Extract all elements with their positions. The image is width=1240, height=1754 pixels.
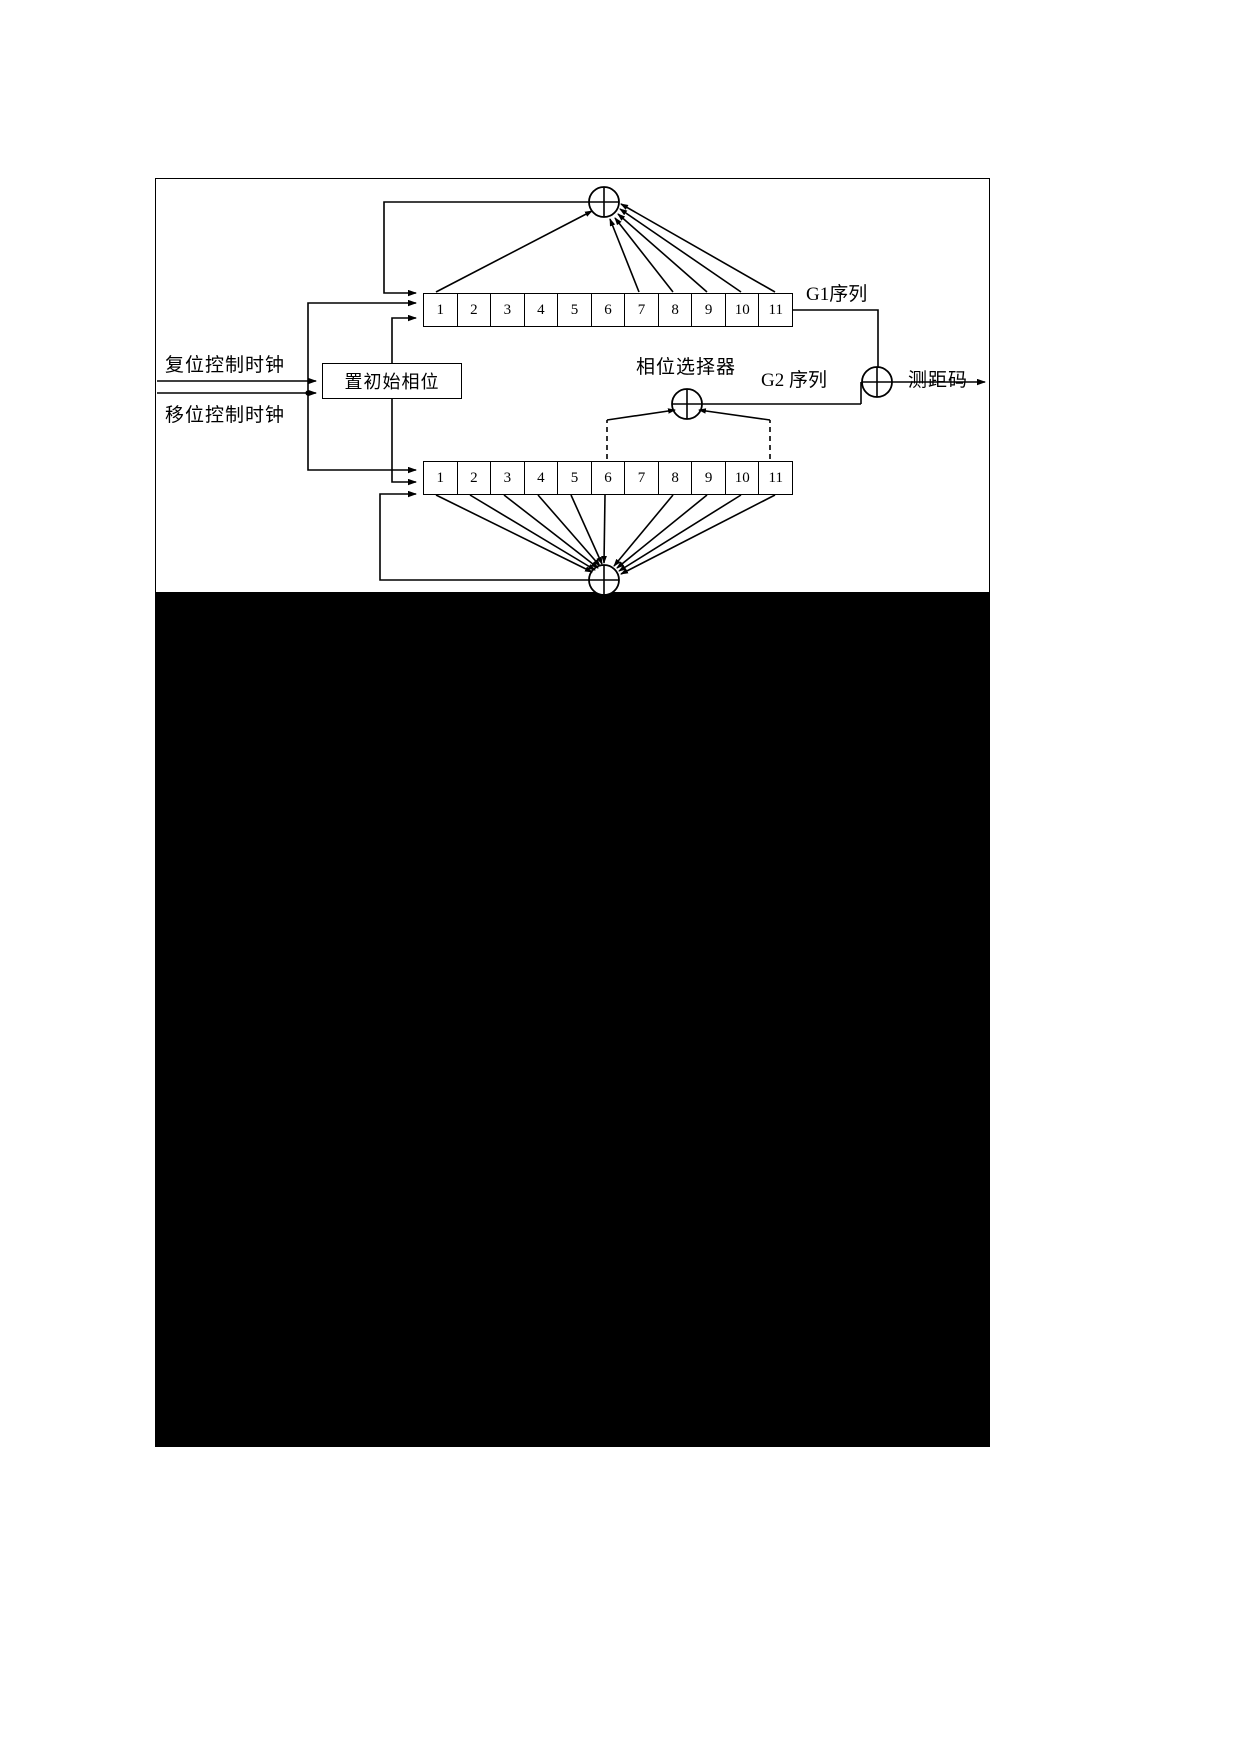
g1-cell[interactable]: 1 [424,294,458,326]
g2-cell[interactable]: 5 [558,462,592,494]
reset-clock-label: 复位控制时钟 [165,354,286,376]
g2-cell[interactable]: 2 [458,462,492,494]
g2-cell[interactable]: 6 [592,462,626,494]
g2-cell[interactable]: 3 [491,462,525,494]
shift-clock-label: 移位控制时钟 [165,404,286,426]
g2-cell[interactable]: 11 [768,469,783,486]
g1-cell[interactable]: 6 [592,294,626,326]
black-content-block [155,592,990,1447]
init-phase-label: 置初始相位 [344,372,440,393]
g2-cell[interactable]: 10 [726,462,760,494]
init-phase-block[interactable]: 置初始相位 [322,363,462,399]
g2-cell[interactable]: 4 [525,462,559,494]
g2-cell[interactable]: 8 [659,462,693,494]
g2-cell[interactable]: 7 [625,462,659,494]
g1-cell[interactable]: 10 [726,294,760,326]
g1-shift-register[interactable]: 1 2 3 4 5 6 7 8 9 10 11 [423,293,793,327]
phase-selector-label: 相位选择器 [636,356,737,378]
g1-cell[interactable]: 2 [458,294,492,326]
g1-cell[interactable]: 8 [659,294,693,326]
g1-cell[interactable]: 11 [768,301,783,318]
ranging-code-label: 测距码 [908,369,969,391]
g1-cell[interactable]: 7 [625,294,659,326]
g1-cell[interactable]: 3 [491,294,525,326]
g2-shift-register[interactable]: 1 2 3 4 5 6 7 8 9 10 11 [423,461,793,495]
g2-sequence-label: G2 序列 [761,370,827,391]
g1-sequence-label: G1序列 [806,284,868,305]
figure-frame [155,178,990,593]
g2-cell[interactable]: 1 [424,462,458,494]
g1-cell[interactable]: 9 [692,294,726,326]
g1-cell[interactable]: 5 [558,294,592,326]
g1-cell[interactable]: 4 [525,294,559,326]
g2-cell[interactable]: 9 [692,462,726,494]
